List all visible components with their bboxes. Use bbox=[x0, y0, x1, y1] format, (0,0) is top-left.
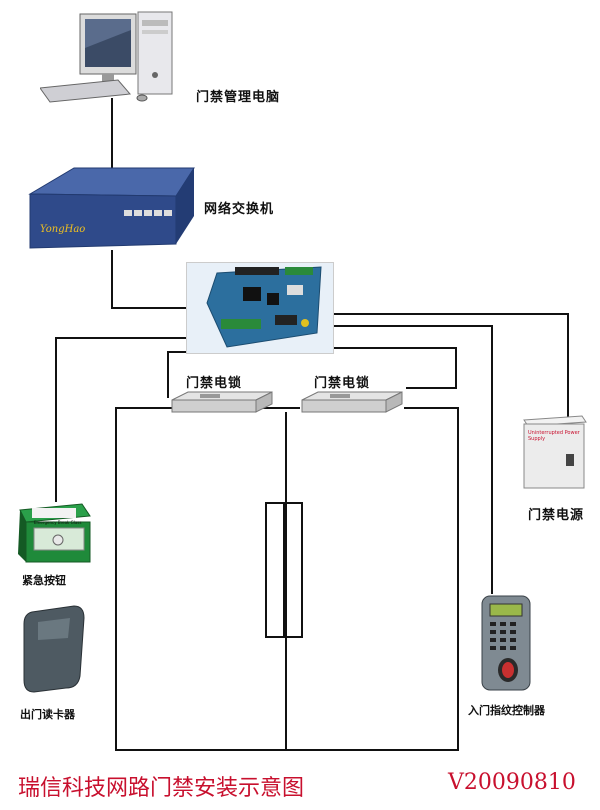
network-switch-illustration: YongHao bbox=[26, 166, 196, 252]
power-supply-illustration: Uninterrupted Power Supply bbox=[520, 414, 590, 494]
exit-reader-label: 出门读卡器 bbox=[20, 708, 75, 721]
emergency-panel-text: Emergency Break Glass bbox=[34, 520, 82, 525]
controller-board bbox=[186, 262, 334, 354]
left-lock-label: 门禁电锁 bbox=[186, 376, 243, 391]
circuit-board-icon bbox=[206, 266, 322, 348]
computer-label: 门禁管理电脑 bbox=[196, 90, 281, 105]
power-supply-label: 门禁电源 bbox=[528, 508, 585, 523]
network-switch-icon bbox=[28, 167, 195, 249]
power-panel-text: Uninterrupted Power Supply bbox=[528, 430, 580, 442]
network-switch-label: 网络交换机 bbox=[204, 202, 275, 217]
computer-icon bbox=[40, 11, 173, 103]
electric-lock-icon bbox=[301, 391, 403, 413]
fingerprint-controller-illustration bbox=[478, 594, 534, 694]
fingerprint-controller-label: 入门指纹控制器 bbox=[468, 704, 545, 717]
emergency-button-icon bbox=[18, 503, 91, 563]
right-lock-label: 门禁电锁 bbox=[314, 376, 371, 391]
card-reader-icon bbox=[23, 605, 85, 693]
switch-brand-text: YongHao bbox=[40, 224, 86, 235]
fingerprint-reader-icon bbox=[481, 595, 531, 691]
exit-reader-illustration bbox=[18, 602, 88, 694]
electric-lock-icon bbox=[171, 391, 273, 413]
power-supply-icon bbox=[523, 415, 587, 489]
diagram-title: 瑞信科技网路门禁安装示意图 bbox=[18, 776, 305, 801]
computer-illustration bbox=[40, 8, 180, 103]
emergency-button-illustration: Emergency Break Glass bbox=[12, 500, 92, 566]
right-lock-illustration bbox=[300, 390, 404, 414]
left-lock-illustration bbox=[170, 390, 274, 414]
version-number: V20090810 bbox=[448, 770, 576, 795]
emergency-button-label: 紧急按钮 bbox=[22, 574, 66, 587]
